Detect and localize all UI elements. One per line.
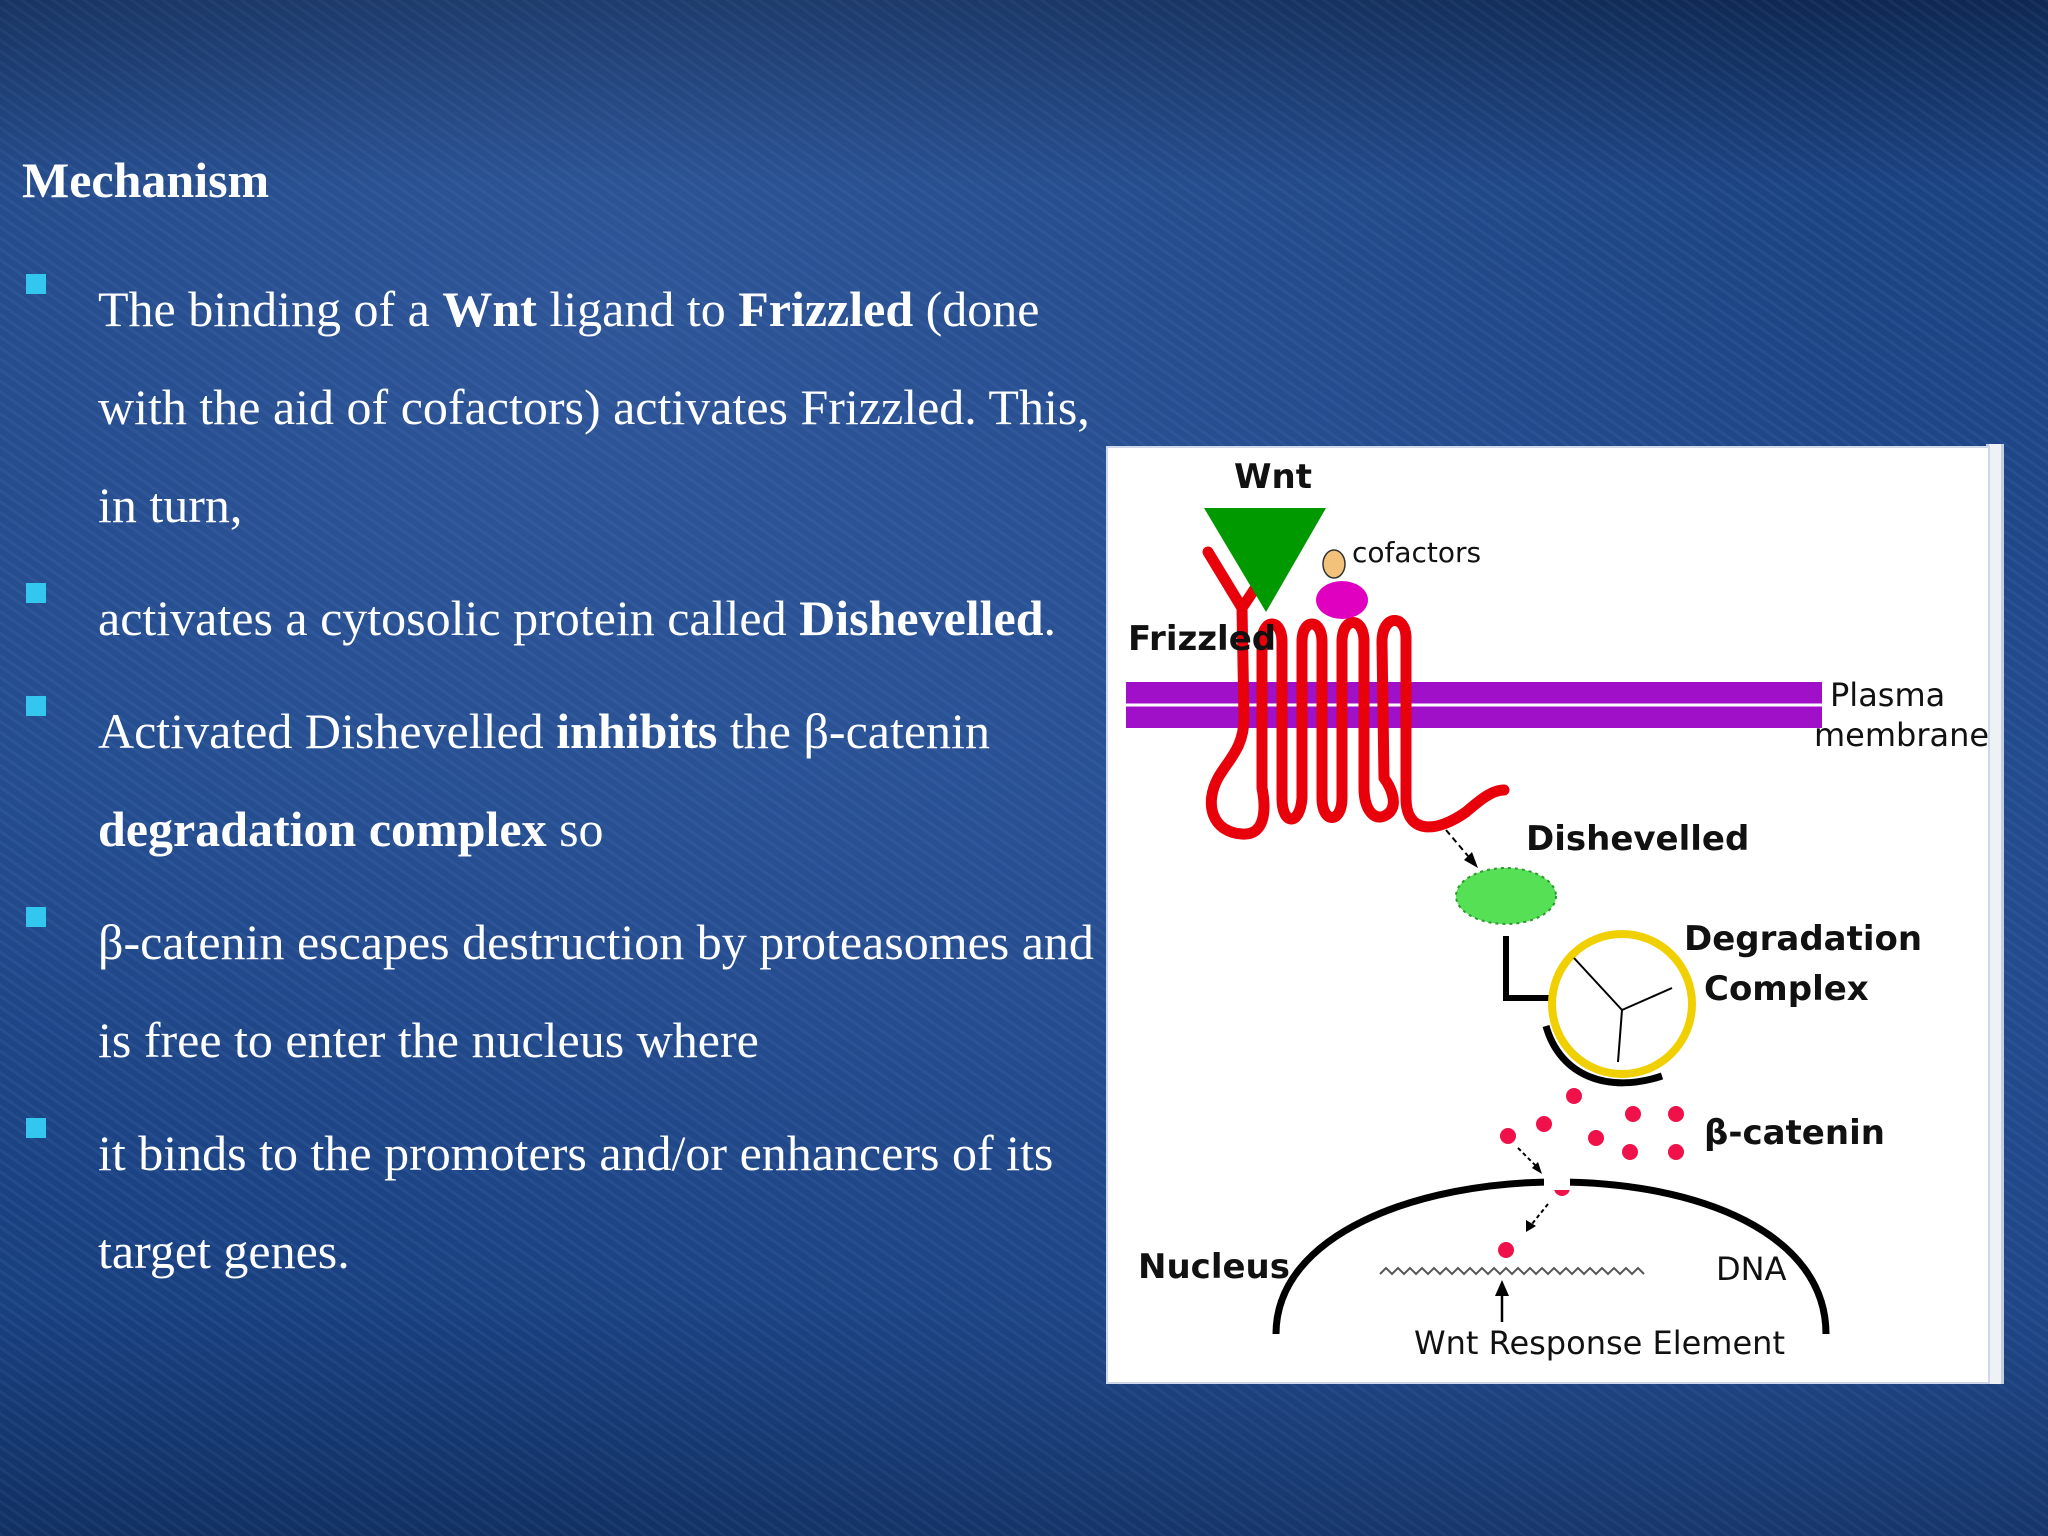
degradation-label: Degradation — [1684, 919, 1922, 959]
text-run: β-catenin escapes destruction by proteas… — [98, 914, 1094, 1068]
text-run: ligand to — [536, 281, 739, 337]
text-run: it binds to the promoters and/or enhance… — [98, 1125, 1054, 1279]
bullet-item: The binding of a Wnt ligand to Frizzled … — [20, 260, 1100, 554]
bullet-text: β-catenin escapes destruction by proteas… — [98, 893, 1100, 1089]
cofactors-label: cofactors — [1352, 536, 1481, 569]
bullet-text: Activated Dishevelled inhibits the β-cat… — [98, 682, 1100, 878]
nucleus-label: Nucleus — [1138, 1247, 1290, 1287]
slide-heading: Mechanism — [22, 152, 270, 208]
beta-catenin-label: β-catenin — [1704, 1113, 1885, 1153]
bullet-item: it binds to the promoters and/or enhance… — [20, 1104, 1100, 1300]
bullet-text: activates a cytosolic protein called Dis… — [98, 569, 1100, 667]
bullet-item: activates a cytosolic protein called Dis… — [20, 569, 1100, 667]
bullet-text: it binds to the promoters and/or enhance… — [98, 1104, 1100, 1300]
text-run: so — [546, 801, 604, 857]
text-run: The binding of a — [98, 281, 443, 337]
bold-term: Wnt — [442, 281, 537, 337]
beta-catenin-molecules — [1498, 1088, 1684, 1258]
arrow-to-dishevelled — [1445, 829, 1478, 868]
bullet-item: Activated Dishevelled inhibits the β-cat… — [20, 682, 1100, 878]
bold-term: Dishevelled — [799, 590, 1044, 646]
bullet-item: β-catenin escapes destruction by proteas… — [20, 893, 1100, 1089]
text-run: Activated Dishevelled — [98, 703, 557, 759]
dishevelled-protein — [1455, 867, 1557, 925]
dishevelled-connector — [1503, 936, 1558, 1001]
degradation-complex — [1542, 930, 1696, 1087]
plasma-membrane-label-2: membrane — [1814, 716, 1988, 754]
bullet-text: The binding of a Wnt ligand to Frizzled … — [98, 260, 1100, 554]
text-run: activates a cytosolic protein called — [98, 590, 800, 646]
cofactor-large — [1316, 581, 1368, 619]
bold-term: inhibits — [556, 703, 718, 759]
square-bullet-icon — [26, 1118, 46, 1138]
wnt-ligand — [1204, 508, 1326, 612]
bold-term: Frizzled — [738, 281, 914, 337]
square-bullet-icon — [26, 907, 46, 927]
response-element-arrow — [1495, 1280, 1509, 1322]
arrow-to-nucleus — [1517, 1147, 1549, 1232]
plasma-membrane — [1126, 682, 1822, 728]
response-element-label: Wnt Response Element — [1414, 1324, 1785, 1362]
dna-strand — [1379, 1266, 1645, 1276]
bullet-list: The binding of a Wnt ligand to Frizzled … — [20, 260, 1100, 1315]
diagram-canvas: Wnt cofactors Frizzled Plasma membrane D… — [1126, 457, 1988, 1362]
dishevelled-label: Dishevelled — [1526, 819, 1749, 859]
text-run: . — [1043, 590, 1057, 646]
square-bullet-icon — [26, 274, 46, 294]
wnt-pathway-diagram: Wnt cofactors Frizzled Plasma membrane D… — [1106, 446, 1990, 1384]
frizzled-label: Frizzled — [1128, 619, 1276, 659]
bold-term: degradation complex — [98, 801, 547, 857]
plasma-membrane-label: Plasma — [1830, 676, 1945, 714]
text-run: the β-catenin — [717, 703, 990, 759]
square-bullet-icon — [26, 696, 46, 716]
text-run: (done with the aid of cofactors) activat… — [98, 281, 1090, 533]
cofactor-small — [1322, 549, 1346, 579]
complex-label: Complex — [1704, 969, 1869, 1009]
dna-label: DNA — [1716, 1250, 1787, 1288]
wnt-label: Wnt — [1234, 457, 1312, 497]
square-bullet-icon — [26, 583, 46, 603]
